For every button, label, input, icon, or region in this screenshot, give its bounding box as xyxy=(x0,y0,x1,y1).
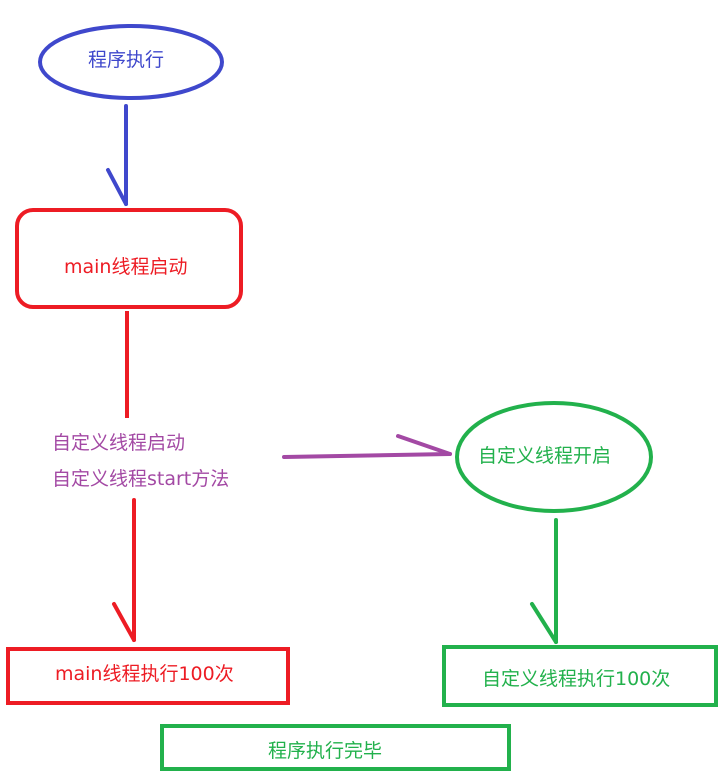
custom-thread-loop-label: 自定义线程执行100次 xyxy=(482,668,671,690)
custom-thread-open-label: 自定义线程开启 xyxy=(478,445,612,467)
program-start-node xyxy=(38,24,224,100)
arrow-to-custom-loop xyxy=(530,518,558,644)
main-thread-start-node xyxy=(15,208,243,309)
program-end-label: 程序执行完毕 xyxy=(268,740,383,762)
custom-thread-start-method-label: 自定义线程start方法 xyxy=(52,468,230,490)
arrow-to-main-loop xyxy=(112,498,136,642)
main-thread-start-label: main线程启动 xyxy=(64,256,188,278)
arrow-custom-start-to-open xyxy=(282,434,452,459)
arrow-start-to-main xyxy=(106,104,128,206)
main-thread-loop-label: main线程执行100次 xyxy=(55,663,234,685)
program-end-node xyxy=(160,724,511,771)
main-thread-loop-node xyxy=(6,647,290,705)
custom-thread-start-label: 自定义线程启动 xyxy=(52,432,186,454)
custom-thread-open-node xyxy=(455,401,653,513)
program-start-label: 程序执行 xyxy=(88,49,165,71)
custom-thread-loop-node xyxy=(442,645,718,707)
